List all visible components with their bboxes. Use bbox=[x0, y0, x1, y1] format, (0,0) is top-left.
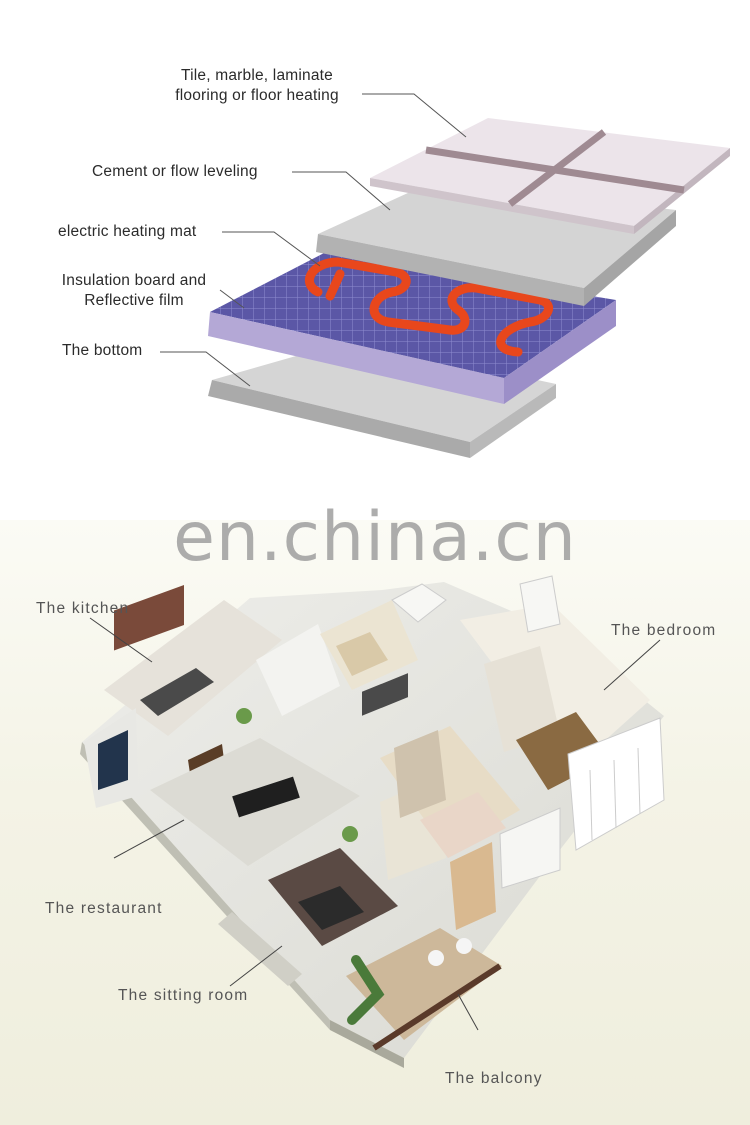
room-leader-lines bbox=[89, 617, 661, 1031]
tile-layer bbox=[370, 118, 730, 234]
label-tile-line-2: flooring or floor heating bbox=[175, 87, 339, 104]
label-insulation-line-1: Insulation board and bbox=[61, 272, 207, 289]
label-heating-mat: electric heating mat bbox=[58, 223, 197, 240]
label-cement: Cement or flow leveling bbox=[92, 163, 258, 180]
label-bottom: The bottom bbox=[62, 342, 143, 359]
watermark-text: en.china.cn bbox=[173, 498, 577, 577]
room-label-sitting-room: The sitting room bbox=[118, 987, 249, 1004]
label-insulation: Insulation board and Reflective film bbox=[46, 271, 222, 311]
room-label-restaurant: The restaurant bbox=[45, 900, 163, 917]
label-insulation-line-2: Reflective film bbox=[84, 292, 184, 309]
heating-cable bbox=[304, 257, 553, 357]
layer-leader-lines bbox=[160, 93, 467, 387]
label-tile-line-1: Tile, marble, laminate bbox=[181, 67, 333, 84]
room-label-kitchen: The kitchen bbox=[36, 600, 130, 617]
room-label-balcony: The balcony bbox=[445, 1070, 543, 1087]
apartment-floor-plan bbox=[80, 575, 665, 1068]
label-tile: Tile, marble, laminate flooring or floor… bbox=[150, 66, 364, 106]
room-label-bedroom: The bedroom bbox=[611, 622, 717, 639]
